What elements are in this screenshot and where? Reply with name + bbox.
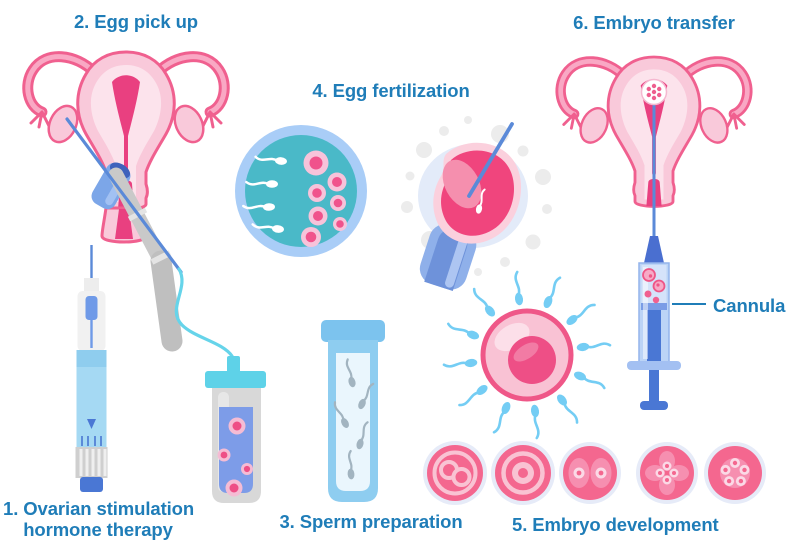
step-4-label: 4. Egg fertilization [291, 80, 491, 101]
sperm-test-tube [321, 320, 385, 502]
embryo-stage-5 [704, 442, 766, 504]
step-4-label-text: 4. Egg fertilization [312, 80, 470, 101]
step-3-label-text: 3. Sperm preparation [279, 511, 463, 532]
step-6-label-text: 6. Embryo transfer [573, 12, 735, 33]
injection-needle [467, 122, 514, 198]
step-1-label: 1. Ovarian stimulation hormone therapy [3, 498, 195, 541]
step-5-label-text: 5. Embryo development [512, 514, 719, 535]
embryo-development-stages [423, 441, 766, 505]
step-2-label: 2. Egg pick up [36, 11, 236, 32]
icsi-fertilization [401, 116, 552, 291]
step-3-label: 3. Sperm preparation [271, 511, 471, 532]
step-5-label: 5. Embryo development [512, 514, 719, 535]
egg-collection-vial [205, 356, 266, 503]
collection-tubing [174, 267, 234, 358]
embryo-transfer-cannula-syringe [627, 236, 681, 410]
embryos-in-cannula [642, 268, 666, 304]
hormone-injection-pen [75, 245, 108, 492]
embryo-stage-2 [491, 441, 555, 505]
egg-with-sperm [442, 270, 612, 440]
cannula-label: Cannula [713, 295, 787, 316]
embryo-in-uterus [640, 78, 668, 106]
step-6-label: 6. Embryo transfer [554, 12, 754, 33]
dish-egg-cells [301, 150, 347, 247]
step-1-label-line-2: hormone therapy [23, 519, 173, 541]
petri-dish [235, 125, 367, 257]
embryo-stage-1 [423, 441, 487, 505]
cannula-label-text: Cannula [713, 295, 786, 316]
step-2-label-text: 2. Egg pick up [73, 11, 198, 32]
embryo-transfer-uterus [561, 57, 748, 238]
bubbles [401, 116, 552, 276]
embryo-stage-4 [636, 442, 698, 504]
aspiration-needle [65, 117, 183, 274]
step-1-label-line-1: 1. Ovarian stimulation [3, 498, 195, 519]
uterus-egg-pickup-illustration [28, 52, 224, 244]
embryo-stage-3 [559, 442, 621, 504]
